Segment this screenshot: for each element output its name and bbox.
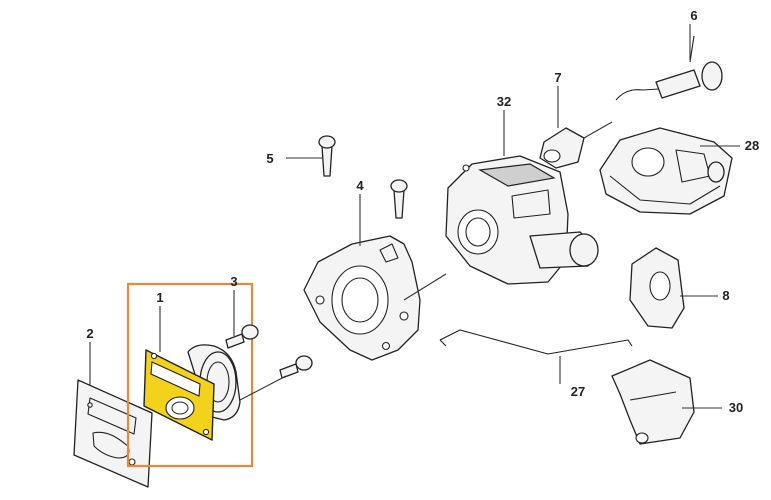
callout-28: 28 xyxy=(745,138,759,153)
callout-2: 2 xyxy=(86,326,93,341)
part-lever-cover[interactable] xyxy=(611,359,695,445)
selection-frame xyxy=(126,282,254,468)
callout-6: 6 xyxy=(690,8,697,23)
part-choke-rod[interactable] xyxy=(615,35,723,101)
callout-27: 27 xyxy=(571,384,585,399)
callout-3: 3 xyxy=(230,274,237,289)
callout-32: 32 xyxy=(497,94,511,109)
part-carburettor[interactable] xyxy=(445,155,599,285)
callout-4: 4 xyxy=(356,178,364,193)
callout-labels: 1 2 3 4 5 6 7 8 27 28 30 32 xyxy=(86,8,759,415)
part-air-filter-housing[interactable] xyxy=(599,127,733,215)
part-long-screws[interactable] xyxy=(318,135,408,219)
leader-lines xyxy=(89,24,740,409)
part-choke-shutter[interactable] xyxy=(629,247,685,329)
part-clip[interactable] xyxy=(539,127,585,169)
callout-30: 30 xyxy=(729,400,743,415)
callout-8: 8 xyxy=(722,288,729,303)
callout-1: 1 xyxy=(156,290,163,305)
part-throttle-rod[interactable] xyxy=(439,329,633,355)
callout-5: 5 xyxy=(266,151,273,166)
part-intake-flange[interactable] xyxy=(126,282,254,468)
part-gasket[interactable] xyxy=(73,379,153,488)
part-screws[interactable] xyxy=(225,324,313,379)
part-adapter-bracket[interactable] xyxy=(303,235,421,361)
callout-7: 7 xyxy=(554,70,561,85)
